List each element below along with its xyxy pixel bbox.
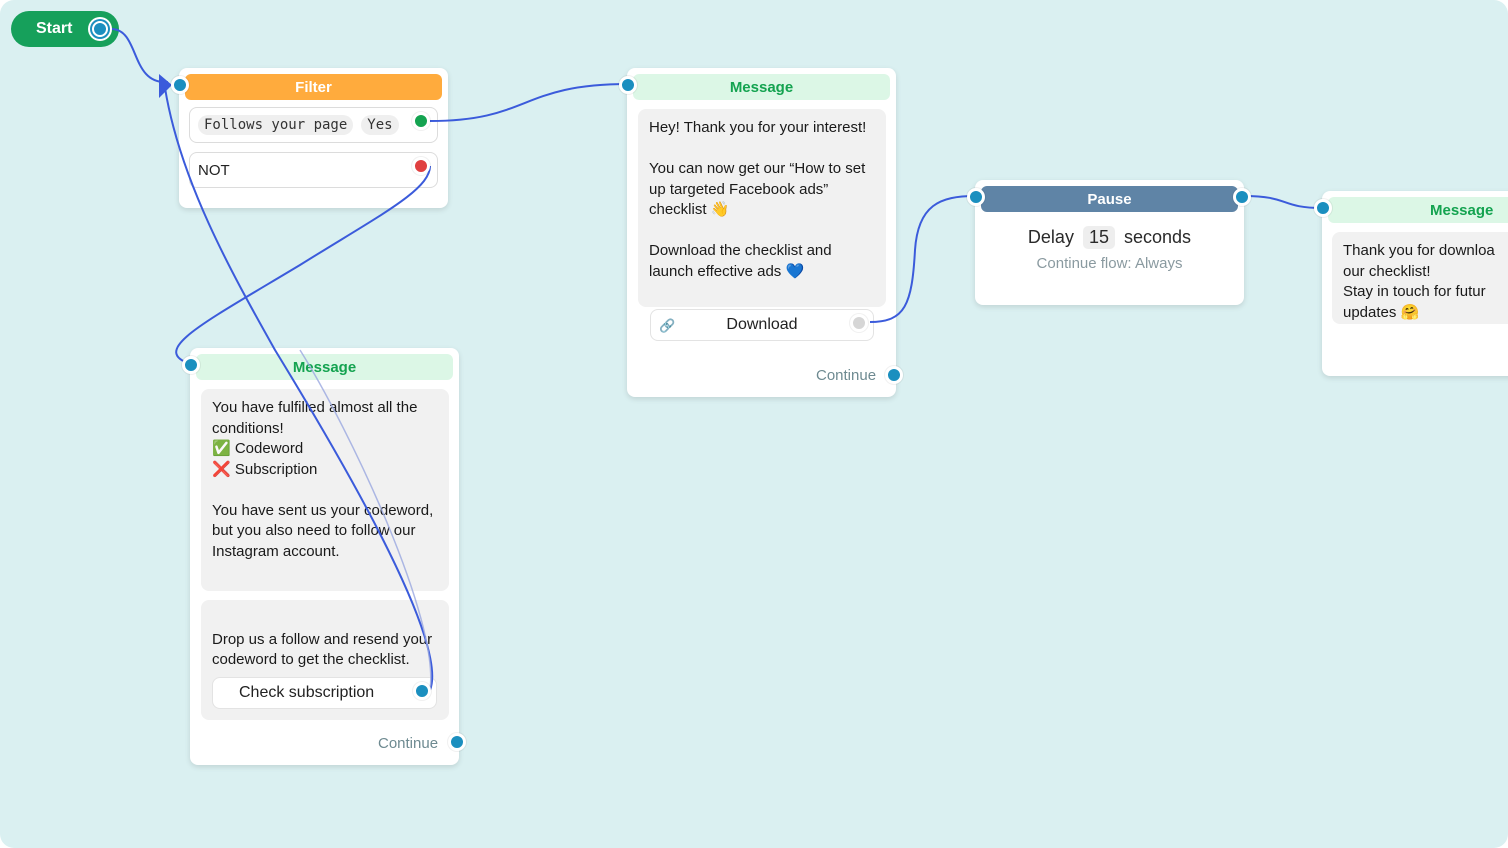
- not-label: NOT: [198, 161, 230, 179]
- filter-node[interactable]: Filter Follows your page Yes NOT: [179, 68, 448, 208]
- message3-input-port[interactable]: [1314, 199, 1332, 217]
- message1-input-port[interactable]: [619, 76, 637, 94]
- message-node-conditions[interactable]: Message You have fulfilled almost all th…: [190, 348, 459, 765]
- message-node-title: Message: [1328, 197, 1508, 223]
- message1-continue-port[interactable]: [885, 366, 903, 384]
- message2-input-port[interactable]: [182, 356, 200, 374]
- filter-condition-follows-page[interactable]: Follows your page Yes: [189, 107, 438, 143]
- check-subscription-output-port[interactable]: [413, 682, 431, 700]
- message-text-bubble: Thank you for downloa our checklist! Sta…: [1332, 232, 1508, 324]
- wire-arrowhead: [159, 74, 172, 98]
- message-text-bubble: Hey! Thank you for your interest! You ca…: [638, 109, 886, 307]
- message-text-bubble: You have fulfilled almost all the condit…: [201, 389, 449, 591]
- check-subscription-label: Check subscription: [239, 684, 375, 701]
- message2-continue-port[interactable]: [448, 733, 466, 751]
- filter-node-title: Filter: [185, 74, 442, 100]
- delay-row: Delay 15 seconds: [975, 226, 1244, 249]
- check-subscription-button[interactable]: Check subscription: [212, 677, 437, 709]
- condition-value: Yes: [361, 115, 399, 135]
- wire-start-filter: [111, 28, 169, 84]
- pause-output-port[interactable]: [1233, 188, 1251, 206]
- wire-filter-message1: [429, 83, 629, 122]
- message-node-thank-you[interactable]: Message Thank you for downloa our checkl…: [1322, 191, 1508, 376]
- pause-settings: Delay 15 seconds Continue flow: Always: [975, 226, 1244, 272]
- message-node-offer[interactable]: Message Hey! Thank you for your interest…: [627, 68, 896, 397]
- delay-value[interactable]: 15: [1082, 226, 1115, 249]
- delay-prefix: Delay: [1027, 227, 1074, 247]
- start-label: Start: [36, 20, 73, 37]
- condition-tag: Follows your page: [198, 115, 354, 135]
- message-node-title: Message: [196, 354, 453, 380]
- continue-flow-setting: Continue flow: Always: [1036, 255, 1183, 272]
- start-output-port[interactable]: [88, 17, 112, 41]
- filter-input-port[interactable]: [171, 76, 189, 94]
- download-button[interactable]: 🔗 Download: [650, 309, 874, 341]
- pause-node-title: Pause: [981, 186, 1238, 212]
- continue-label: Continue: [816, 367, 877, 384]
- filter-yes-output-port[interactable]: [412, 112, 430, 130]
- pause-input-port[interactable]: [967, 188, 985, 206]
- download-button-label: Download: [726, 316, 798, 333]
- wire-pause-message3: [1243, 195, 1323, 209]
- link-icon: 🔗: [659, 318, 676, 333]
- delay-unit: seconds: [1124, 227, 1192, 247]
- continue-label: Continue: [378, 735, 439, 752]
- message-text-2: Drop us a follow and resend your codewor…: [212, 630, 433, 669]
- filter-not-output-port[interactable]: [412, 157, 430, 175]
- download-output-port[interactable]: [850, 314, 868, 332]
- filter-condition-not[interactable]: NOT: [189, 152, 438, 188]
- pause-node[interactable]: Pause Delay 15 seconds Continue flow: Al…: [975, 180, 1244, 305]
- message-node-title: Message: [633, 74, 890, 100]
